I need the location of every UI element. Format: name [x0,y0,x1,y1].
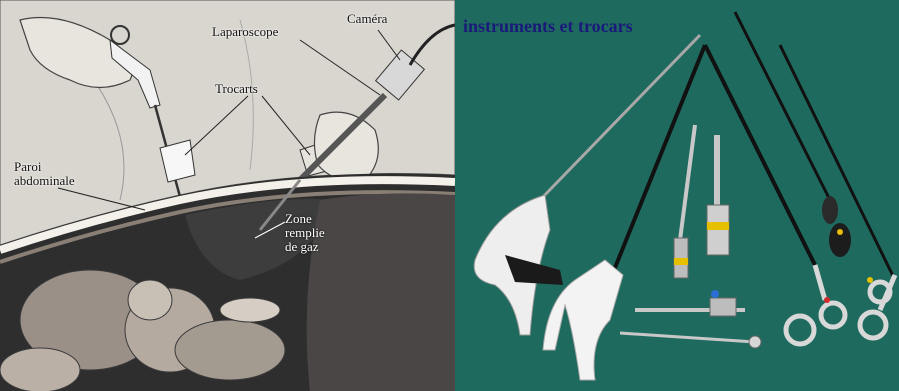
label-abdominal-wall: Paroi abdominale [14,160,75,188]
illustration-drawing [0,0,455,391]
drape [307,193,455,391]
instruments-photo [455,0,899,391]
label-camera: Caméra [347,12,387,26]
instrument-knob [822,196,838,224]
label-gas-zone: Zone remplie de gaz [285,212,325,254]
label-trocarts: Trocarts [215,82,258,96]
instrument-marker [867,277,873,283]
small-trocar-cap [711,290,719,298]
instruments-drawing [455,0,899,391]
instrument-marker [824,297,830,303]
small-trocar-valve [710,298,736,316]
organ [220,298,280,322]
obturator-knob [749,336,761,348]
trocar-band [674,258,688,265]
trocar-band [707,222,729,230]
label-laparoscope: Laparoscope [212,25,278,39]
instrument-knob [829,223,851,257]
laparoscopy-illustration: Laparoscope Caméra Trocarts Paroi abdomi… [0,0,455,391]
instrument-marker [837,229,843,235]
organ [175,320,285,380]
organ [0,348,80,391]
photo-heading: instruments et trocars [463,16,633,37]
organ [128,280,172,320]
